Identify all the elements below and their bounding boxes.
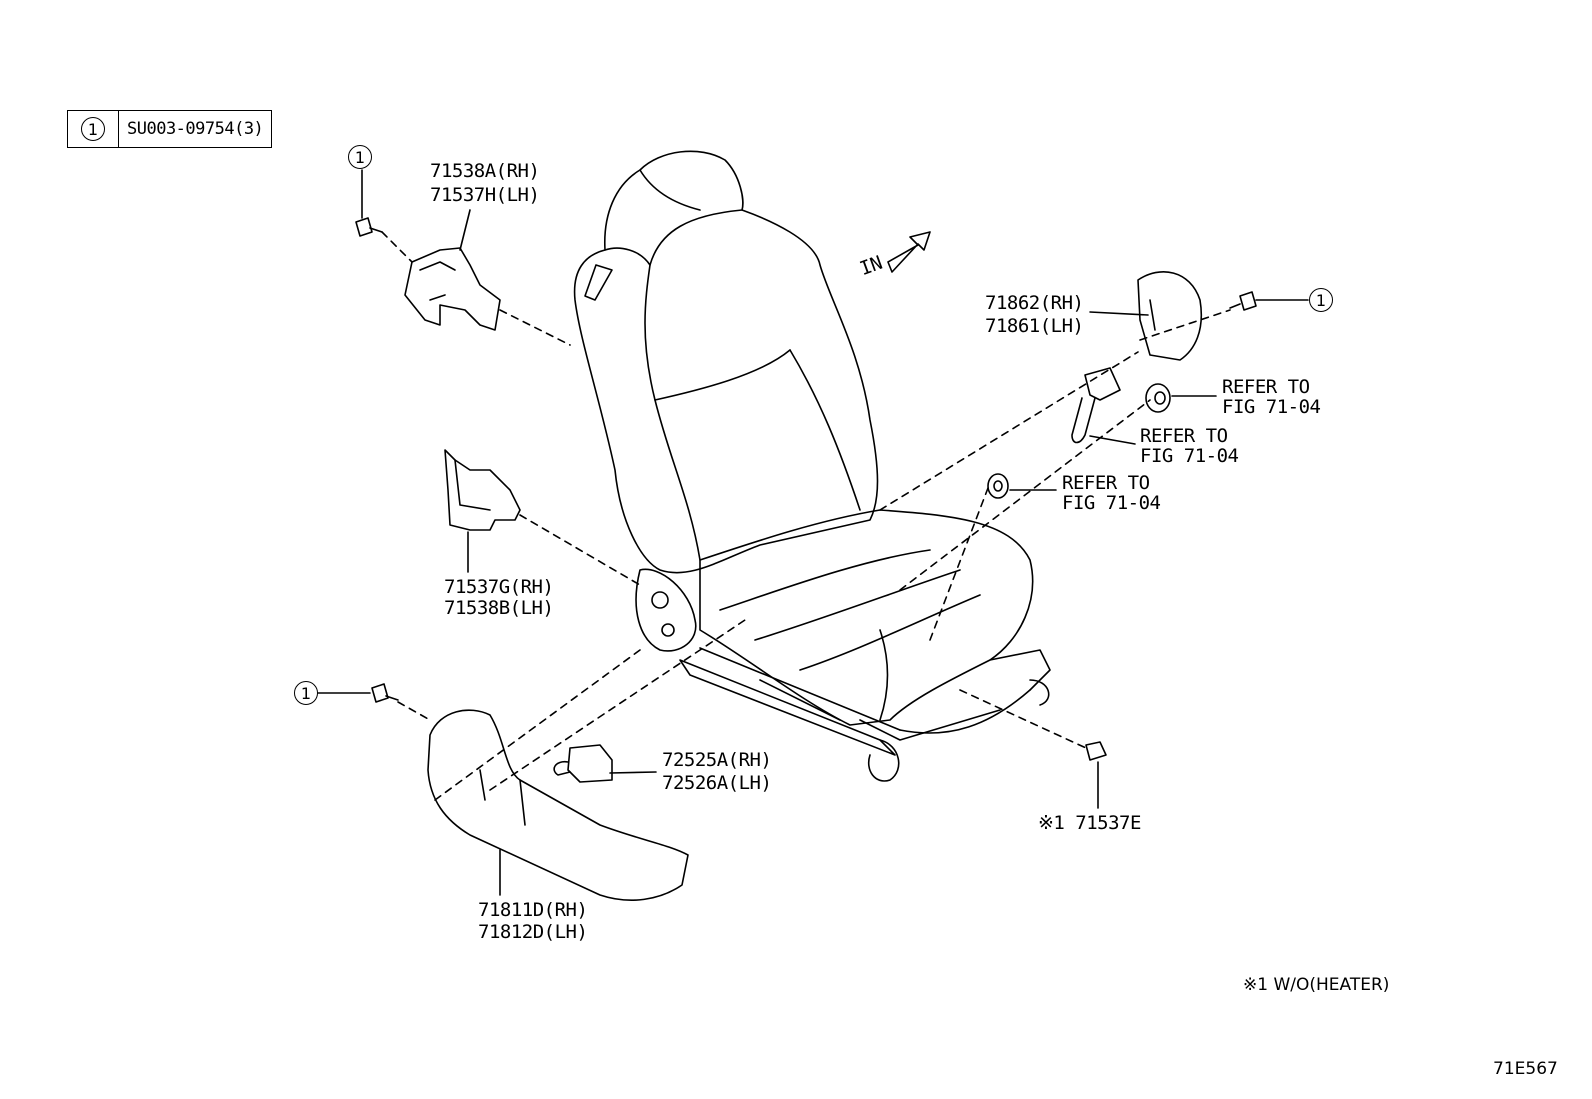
clip	[1085, 741, 1107, 761]
bracket	[444, 449, 521, 531]
legend-callout-symbol: 1	[81, 117, 105, 141]
label-bracket-lh: 71538B(LH)	[444, 597, 554, 619]
lower-shield	[427, 709, 689, 901]
seat-cushion	[699, 509, 1034, 726]
label-refer-2b: FIG 71-04	[1140, 445, 1239, 467]
label-cover-rh: 71862(RH)	[985, 292, 1084, 314]
figure-code: 71E567	[1493, 1059, 1558, 1079]
nut	[1145, 383, 1171, 413]
back-panel	[404, 247, 501, 331]
label-refer-1a: REFER TO	[1222, 376, 1310, 398]
label-knob-rh: 72525A(RH)	[662, 749, 772, 771]
screw-icon	[371, 683, 399, 703]
label-refer-2a: REFER TO	[1140, 425, 1228, 447]
in-direction-arrow	[887, 231, 931, 273]
leader-lines	[317, 169, 1309, 896]
legend-symbol-cell: 1	[68, 111, 119, 147]
legend-part-number: SU003-09754(3)	[127, 119, 264, 139]
label-knob-lh: 72526A(LH)	[662, 772, 772, 794]
label-refer-3a: REFER TO	[1062, 472, 1150, 494]
recliner-mechanism	[635, 568, 697, 652]
label-back-panel-lh: 71537H(LH)	[430, 184, 540, 206]
label-shield-rh: 71811D(RH)	[478, 899, 588, 921]
label-bracket-rh: 71537G(RH)	[444, 576, 554, 598]
label-refer-1b: FIG 71-04	[1222, 396, 1321, 418]
callout-1-top: 1	[348, 145, 372, 169]
callout-1-right: 1	[1309, 288, 1333, 312]
legend-table: 1 SU003-09754(3)	[67, 110, 272, 148]
washer	[987, 473, 1009, 499]
seat-rails	[679, 647, 1051, 782]
side-cover	[1137, 271, 1203, 361]
callout-1-left: 1	[294, 681, 318, 705]
label-shield-lh: 71812D(LH)	[478, 921, 588, 943]
label-refer-3b: FIG 71-04	[1062, 492, 1161, 514]
screw-icon	[355, 217, 383, 237]
seat-belt-buckle	[1071, 367, 1121, 444]
connector-lines	[381, 231, 1231, 801]
note-heater: ※1 W/O(HEATER)	[1243, 975, 1390, 995]
screw-icon	[1229, 291, 1257, 311]
recliner-knob	[553, 744, 613, 783]
label-cover-lh: 71861(LH)	[985, 315, 1084, 337]
label-clip: ※1 71537E	[1038, 812, 1141, 834]
label-back-panel-rh: 71538A(RH)	[430, 160, 540, 182]
seat-back	[573, 150, 879, 574]
